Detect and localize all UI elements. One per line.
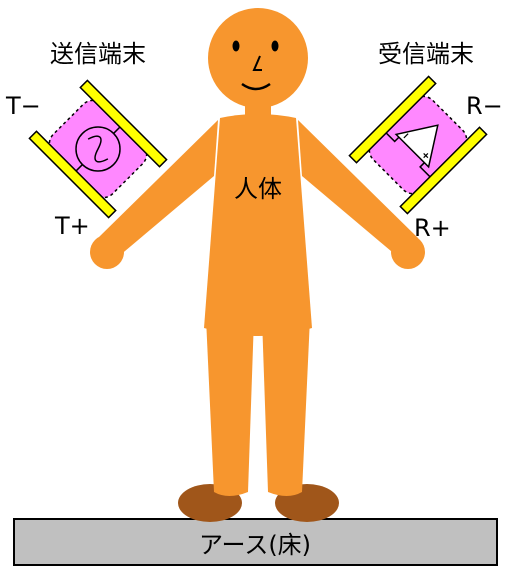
ac-source-icon xyxy=(75,126,121,172)
right-leg xyxy=(262,318,310,496)
right-arm xyxy=(298,120,418,262)
human-body-label: 人体 xyxy=(234,175,282,203)
electrode-r-plus xyxy=(399,126,488,215)
left-eye xyxy=(232,40,240,52)
torso xyxy=(204,114,312,336)
mouth xyxy=(241,82,271,91)
head xyxy=(208,8,308,108)
t-plus-label: T+ xyxy=(54,212,90,240)
left-arm xyxy=(98,120,218,262)
electrode-r-minus xyxy=(348,75,437,164)
right-eye xyxy=(271,40,279,52)
left-hand xyxy=(90,235,124,269)
ground-label: アース(床) xyxy=(199,531,311,559)
transmitter-device xyxy=(28,79,168,219)
human-body xyxy=(90,8,425,496)
t-minus-label: T− xyxy=(5,92,41,120)
r-plus-label: R+ xyxy=(414,214,451,242)
transmitter-label: 送信端末 xyxy=(50,40,146,68)
receiver-device xyxy=(348,75,488,215)
ground-floor xyxy=(13,518,498,566)
right-hand xyxy=(391,235,425,269)
receiver-label: 受信端末 xyxy=(378,40,474,68)
r-minus-label: R− xyxy=(466,92,503,120)
left-leg xyxy=(206,318,254,496)
face xyxy=(232,40,279,91)
nose xyxy=(252,55,262,71)
